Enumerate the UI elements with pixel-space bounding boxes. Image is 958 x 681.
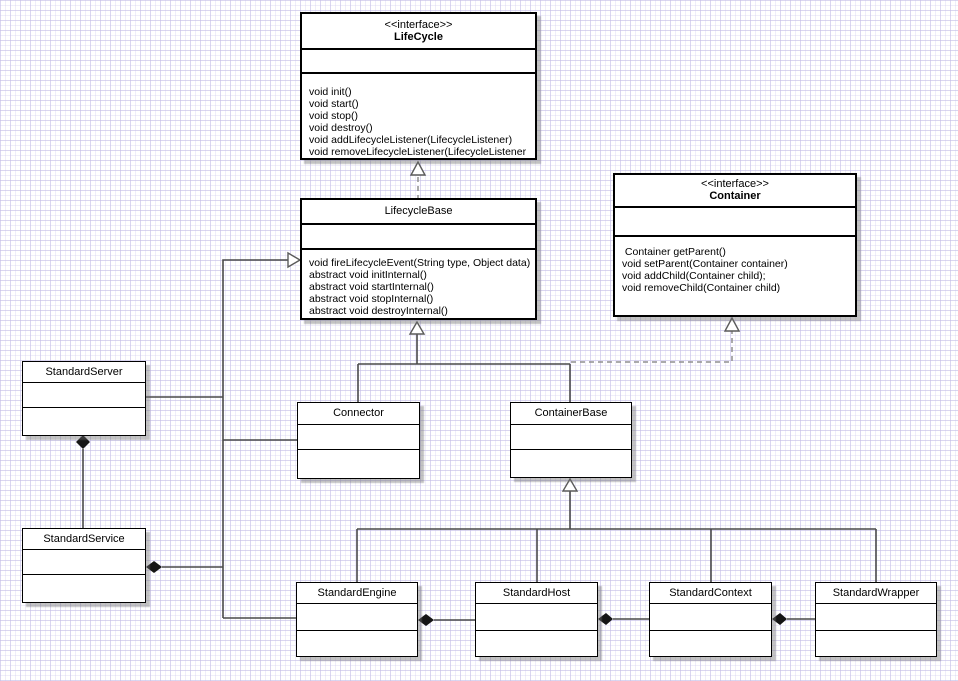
attributes-section [302, 48, 535, 74]
class-name: StandardService [43, 532, 125, 545]
methods-section [476, 631, 597, 656]
class-name: StandardContext [669, 586, 752, 599]
class-box-standardserver: StandardServer [22, 361, 146, 436]
class-title-section: <<interface>> Container [615, 175, 855, 206]
class-title-section: StandardServer [23, 362, 145, 382]
methods-section [816, 631, 936, 656]
containerbase-realization-line [571, 331, 733, 363]
class-box-standardengine: StandardEngine [296, 582, 418, 657]
class-name: Container [709, 190, 761, 202]
composition-diamond-icon [146, 561, 162, 573]
method-line: void setParent(Container container) [622, 258, 788, 270]
class-box-standardservice: StandardService [22, 528, 146, 603]
methods-section [511, 450, 631, 477]
class-box-lifecycle: <<interface>> LifeCycle void init() void… [300, 12, 537, 160]
class-box-connector: Connector [297, 402, 420, 479]
method-line: void destroy() [309, 122, 373, 134]
methods-section [23, 408, 145, 435]
class-box-standardhost: StandardHost [475, 582, 598, 657]
class-title-section: StandardContext [650, 583, 771, 603]
method-line: void init() [309, 86, 352, 98]
method-line: void stop() [309, 110, 359, 122]
methods-section: Container getParent() void setParent(Con… [615, 237, 855, 315]
attributes-section [297, 603, 417, 631]
method-line: void addChild(Container child); [622, 270, 766, 282]
composition-diamond-icon [418, 614, 434, 626]
class-title-section: StandardService [23, 529, 145, 549]
class-title-section: Connector [298, 403, 419, 424]
attributes-section [23, 549, 145, 575]
attributes-section [650, 603, 771, 631]
attributes-section [615, 206, 855, 237]
method-line: void removeLifecycleListener(LifecycleLi… [309, 146, 527, 158]
attributes-section [816, 603, 936, 631]
class-title-section: <<interface>> LifeCycle [302, 14, 535, 48]
class-name: StandardServer [45, 365, 123, 378]
class-name: StandardEngine [317, 586, 397, 599]
class-name: ContainerBase [534, 407, 608, 419]
class-title-section: StandardEngine [297, 583, 417, 603]
methods-section: void init() void start() void stop() voi… [302, 74, 535, 158]
attributes-section [476, 603, 597, 631]
method-line: abstract void stopInternal() [309, 293, 434, 305]
attributes-section [298, 424, 419, 450]
composition-diamond-icon [598, 613, 613, 625]
hollow-triangle-right-icon [287, 251, 302, 269]
composition-diamond-icon [76, 435, 90, 449]
stereotype-label: <<interface>> [384, 18, 453, 31]
methods-section [298, 450, 419, 478]
methods-section: void fireLifecycleEvent(String type, Obj… [302, 250, 535, 318]
attributes-section [302, 223, 535, 250]
class-name: StandardWrapper [832, 586, 920, 599]
class-box-container: <<interface>> Container Container getPar… [613, 173, 857, 317]
hollow-triangle-up-icon [723, 316, 741, 332]
class-box-standardcontext: StandardContext [649, 582, 772, 657]
attributes-section [511, 424, 631, 450]
class-title-section: ContainerBase [511, 403, 631, 424]
class-name: StandardHost [502, 586, 571, 599]
hollow-triangle-up-icon [409, 160, 427, 176]
method-line: void addLifecycleListener(LifecycleListe… [309, 134, 513, 146]
class-title-section: StandardWrapper [816, 583, 936, 603]
attributes-section [23, 382, 145, 408]
method-line: void removeChild(Container child) [622, 282, 781, 294]
generalization-trunk-line [222, 259, 288, 618]
class-name: LifeCycle [394, 30, 443, 43]
class-box-standardwrapper: StandardWrapper [815, 582, 937, 657]
method-line: void start() [309, 98, 359, 110]
hollow-triangle-up-icon [408, 320, 426, 335]
class-title-section: LifecycleBase [302, 200, 535, 223]
method-line: void fireLifecycleEvent(String type, Obj… [309, 257, 531, 269]
stereotype-label: <<interface>> [701, 178, 769, 190]
methods-section [23, 575, 145, 602]
composition-diamond-icon [772, 613, 787, 625]
method-line: abstract void startInternal() [309, 281, 434, 293]
class-box-containerbase: ContainerBase [510, 402, 632, 478]
class-name: LifecycleBase [384, 205, 453, 217]
method-line: abstract void initInternal() [309, 269, 427, 281]
methods-section [650, 631, 771, 656]
method-line: Container getParent() [622, 246, 726, 258]
method-line: abstract void destroyInternal() [309, 305, 448, 317]
class-name: Connector [333, 407, 384, 419]
methods-section [297, 631, 417, 656]
class-box-lifecyclebase: LifecycleBase void fireLifecycleEvent(St… [300, 198, 537, 320]
class-title-section: StandardHost [476, 583, 597, 603]
hollow-triangle-up-icon [561, 477, 579, 492]
